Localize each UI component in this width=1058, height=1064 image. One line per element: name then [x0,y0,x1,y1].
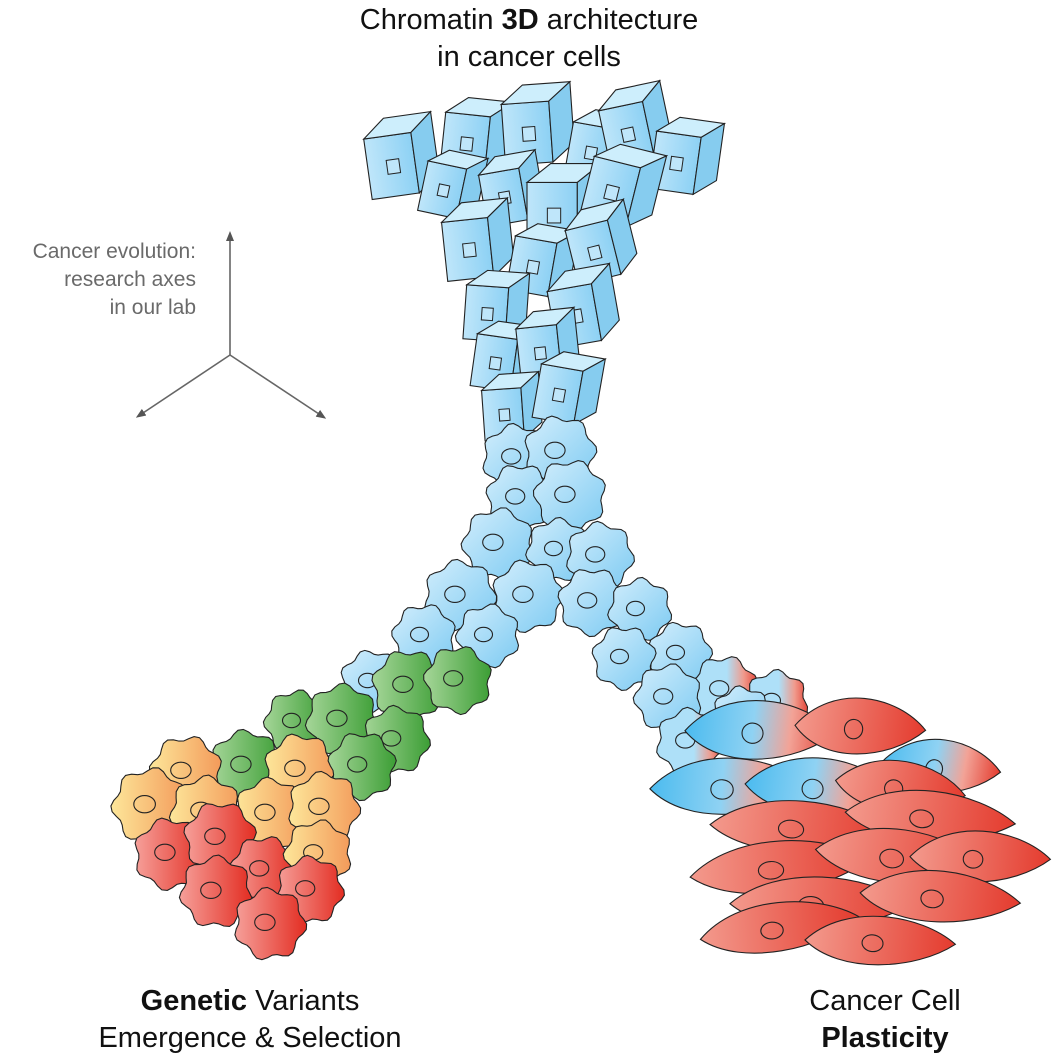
genetic-line1-post: Variants [247,985,360,1017]
amoeboid-cell-cluster [110,415,809,961]
title-line1-pre: Chromatin [359,4,502,36]
amoeboid-cell-icon [371,651,445,724]
axes-caption-line2: research axes [64,268,196,291]
diagram-title: Chromatin 3D architecture in cancer cell… [0,2,1058,76]
amoeboid-cell-icon [234,886,308,961]
amoeboid-cell-icon [178,854,253,927]
cuboidal-cell-icon [531,351,607,426]
axes-arrow-icon [135,231,327,419]
amoeboid-cell-icon [423,646,492,716]
title-line1-post: architecture [538,4,699,36]
axes-caption: Cancer evolution: research axes in our l… [0,238,196,322]
cuboidal-cell-icon [648,116,727,196]
branch-plasticity-label: Cancer Cell Plasticity [730,983,1040,1057]
spindle-cell-icon [804,915,957,966]
amoeboid-cell-icon [492,559,566,633]
genetic-line2: Emergence & Selection [98,1022,402,1054]
amoeboid-cell-icon [591,627,657,691]
plasticity-bold: Plasticity [821,1022,949,1054]
spindle-cell-cluster [649,697,1052,966]
axes-caption-line3: in our lab [109,296,196,319]
cuboidal-cell-icon [440,196,515,282]
branch-genetic-label: Genetic Variants Emergence & Selection [20,983,480,1057]
title-line2: in cancer cells [437,41,621,73]
cuboidal-cell-cluster [362,79,727,442]
cuboidal-cell-icon [362,110,440,201]
spindle-cell-icon [859,869,1022,923]
cuboidal-cell-icon [499,80,575,166]
genetic-bold: Genetic [140,985,248,1017]
amoeboid-cell-icon [532,460,606,534]
spindle-cell-icon [794,697,927,755]
title-line1-bold: 3D [501,4,539,36]
axes-caption-line1: Cancer evolution: [32,240,196,263]
plasticity-line1: Cancer Cell [809,985,961,1017]
